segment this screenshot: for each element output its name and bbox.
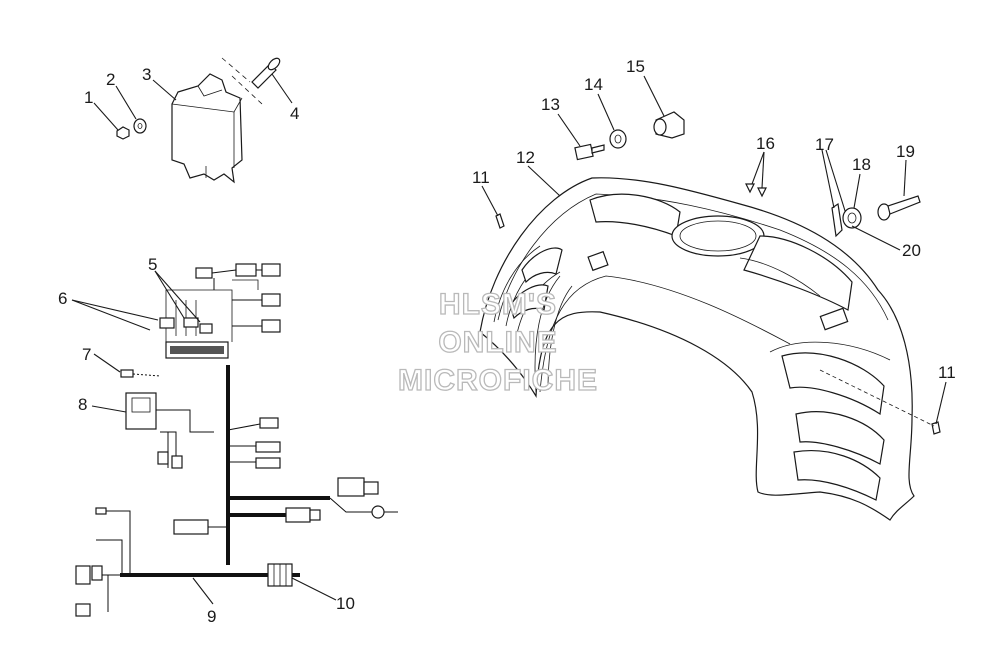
callout-6: 6 <box>58 289 67 308</box>
callout-1: 1 <box>84 88 93 107</box>
callout-19: 19 <box>896 142 915 161</box>
watermark: HLSM'S ONLINE MICROFICHE <box>397 287 598 397</box>
bolt-part-19 <box>877 159 921 221</box>
callout-12: 12 <box>516 148 535 167</box>
module-part-5b <box>199 323 213 334</box>
right-vents <box>769 341 891 501</box>
callout-11-left: 11 <box>472 168 490 187</box>
callout-4: 4 <box>290 104 299 123</box>
screw-part-11-right <box>819 369 947 435</box>
gauge-opening-right <box>743 235 853 311</box>
callout-16: 16 <box>756 134 775 153</box>
watermark-line-3: MICROFICHE <box>398 364 598 397</box>
clip-part-16 <box>745 151 767 198</box>
cdi-box-assembly <box>93 57 293 184</box>
right-connectors <box>285 477 398 523</box>
switch-part-8 <box>125 392 214 469</box>
fuse-part-7 <box>120 369 134 378</box>
gauge-opening-center <box>671 215 765 257</box>
callout-15: 15 <box>626 57 645 76</box>
callout-11-right: 11 <box>938 363 956 382</box>
callout-2: 2 <box>106 70 115 89</box>
watermark-line-1: HLSM'S <box>439 288 557 321</box>
screw-part-11-left <box>481 185 505 229</box>
module-part-6 <box>159 317 175 329</box>
switch-nut-part-14 <box>597 93 627 149</box>
bolt-part-4 <box>221 57 281 105</box>
left-vents <box>493 245 573 393</box>
module-part-5a <box>183 317 199 328</box>
callout-17: 17 <box>815 135 834 154</box>
instrument-panel-assembly <box>479 75 947 521</box>
callout-13: 13 <box>541 95 560 114</box>
callout-3: 3 <box>142 65 151 84</box>
left-connectors <box>75 507 228 617</box>
ring-part-18 <box>842 173 862 229</box>
callout-18: 18 <box>852 155 871 174</box>
top-connectors <box>195 263 281 333</box>
callout-8: 8 <box>78 395 87 414</box>
mid-connectors <box>227 417 281 469</box>
callout-labels: 1 2 3 4 5 6 7 8 9 10 11 11 12 13 14 15 1… <box>58 57 956 626</box>
callout-14: 14 <box>584 75 603 94</box>
callout-5: 5 <box>148 255 157 274</box>
callout-20: 20 <box>902 241 921 260</box>
washer-part-2 <box>133 118 147 134</box>
callout-9: 9 <box>207 607 216 626</box>
key-part-13 <box>557 113 605 161</box>
watermark-line-2: ONLINE <box>438 326 557 359</box>
junction-block <box>165 289 233 359</box>
nut-part-1 <box>116 126 130 140</box>
callout-10: 10 <box>336 594 355 613</box>
wiring-harness-assembly <box>71 263 398 617</box>
cdi-box-part-3 <box>171 73 243 184</box>
callout-7: 7 <box>82 345 91 364</box>
ignition-switch-part-15 <box>643 75 685 139</box>
bracket-part-17 <box>821 149 847 238</box>
